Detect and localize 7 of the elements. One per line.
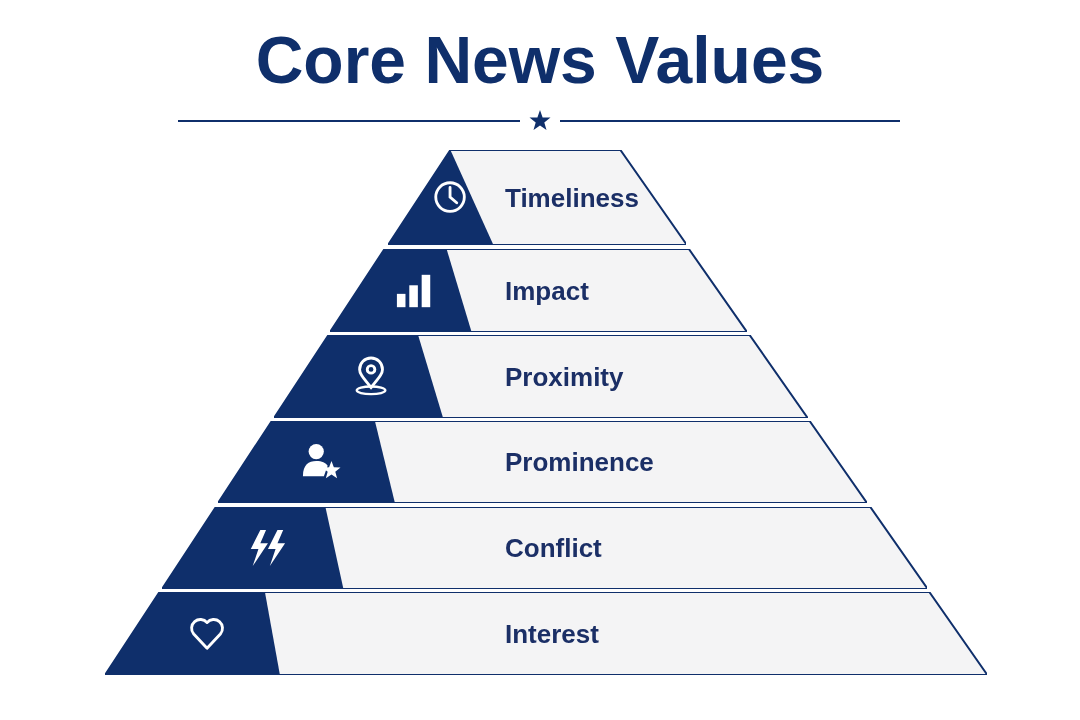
- tier-label: Timeliness: [505, 182, 639, 214]
- tier-label: Proximity: [505, 361, 624, 393]
- tier-label: Conflict: [505, 533, 602, 564]
- tier-label: Interest: [505, 618, 599, 650]
- tier-label: Impact: [505, 275, 589, 307]
- tier-label: Prominence: [505, 447, 654, 478]
- title: Core News Values: [254, 22, 826, 98]
